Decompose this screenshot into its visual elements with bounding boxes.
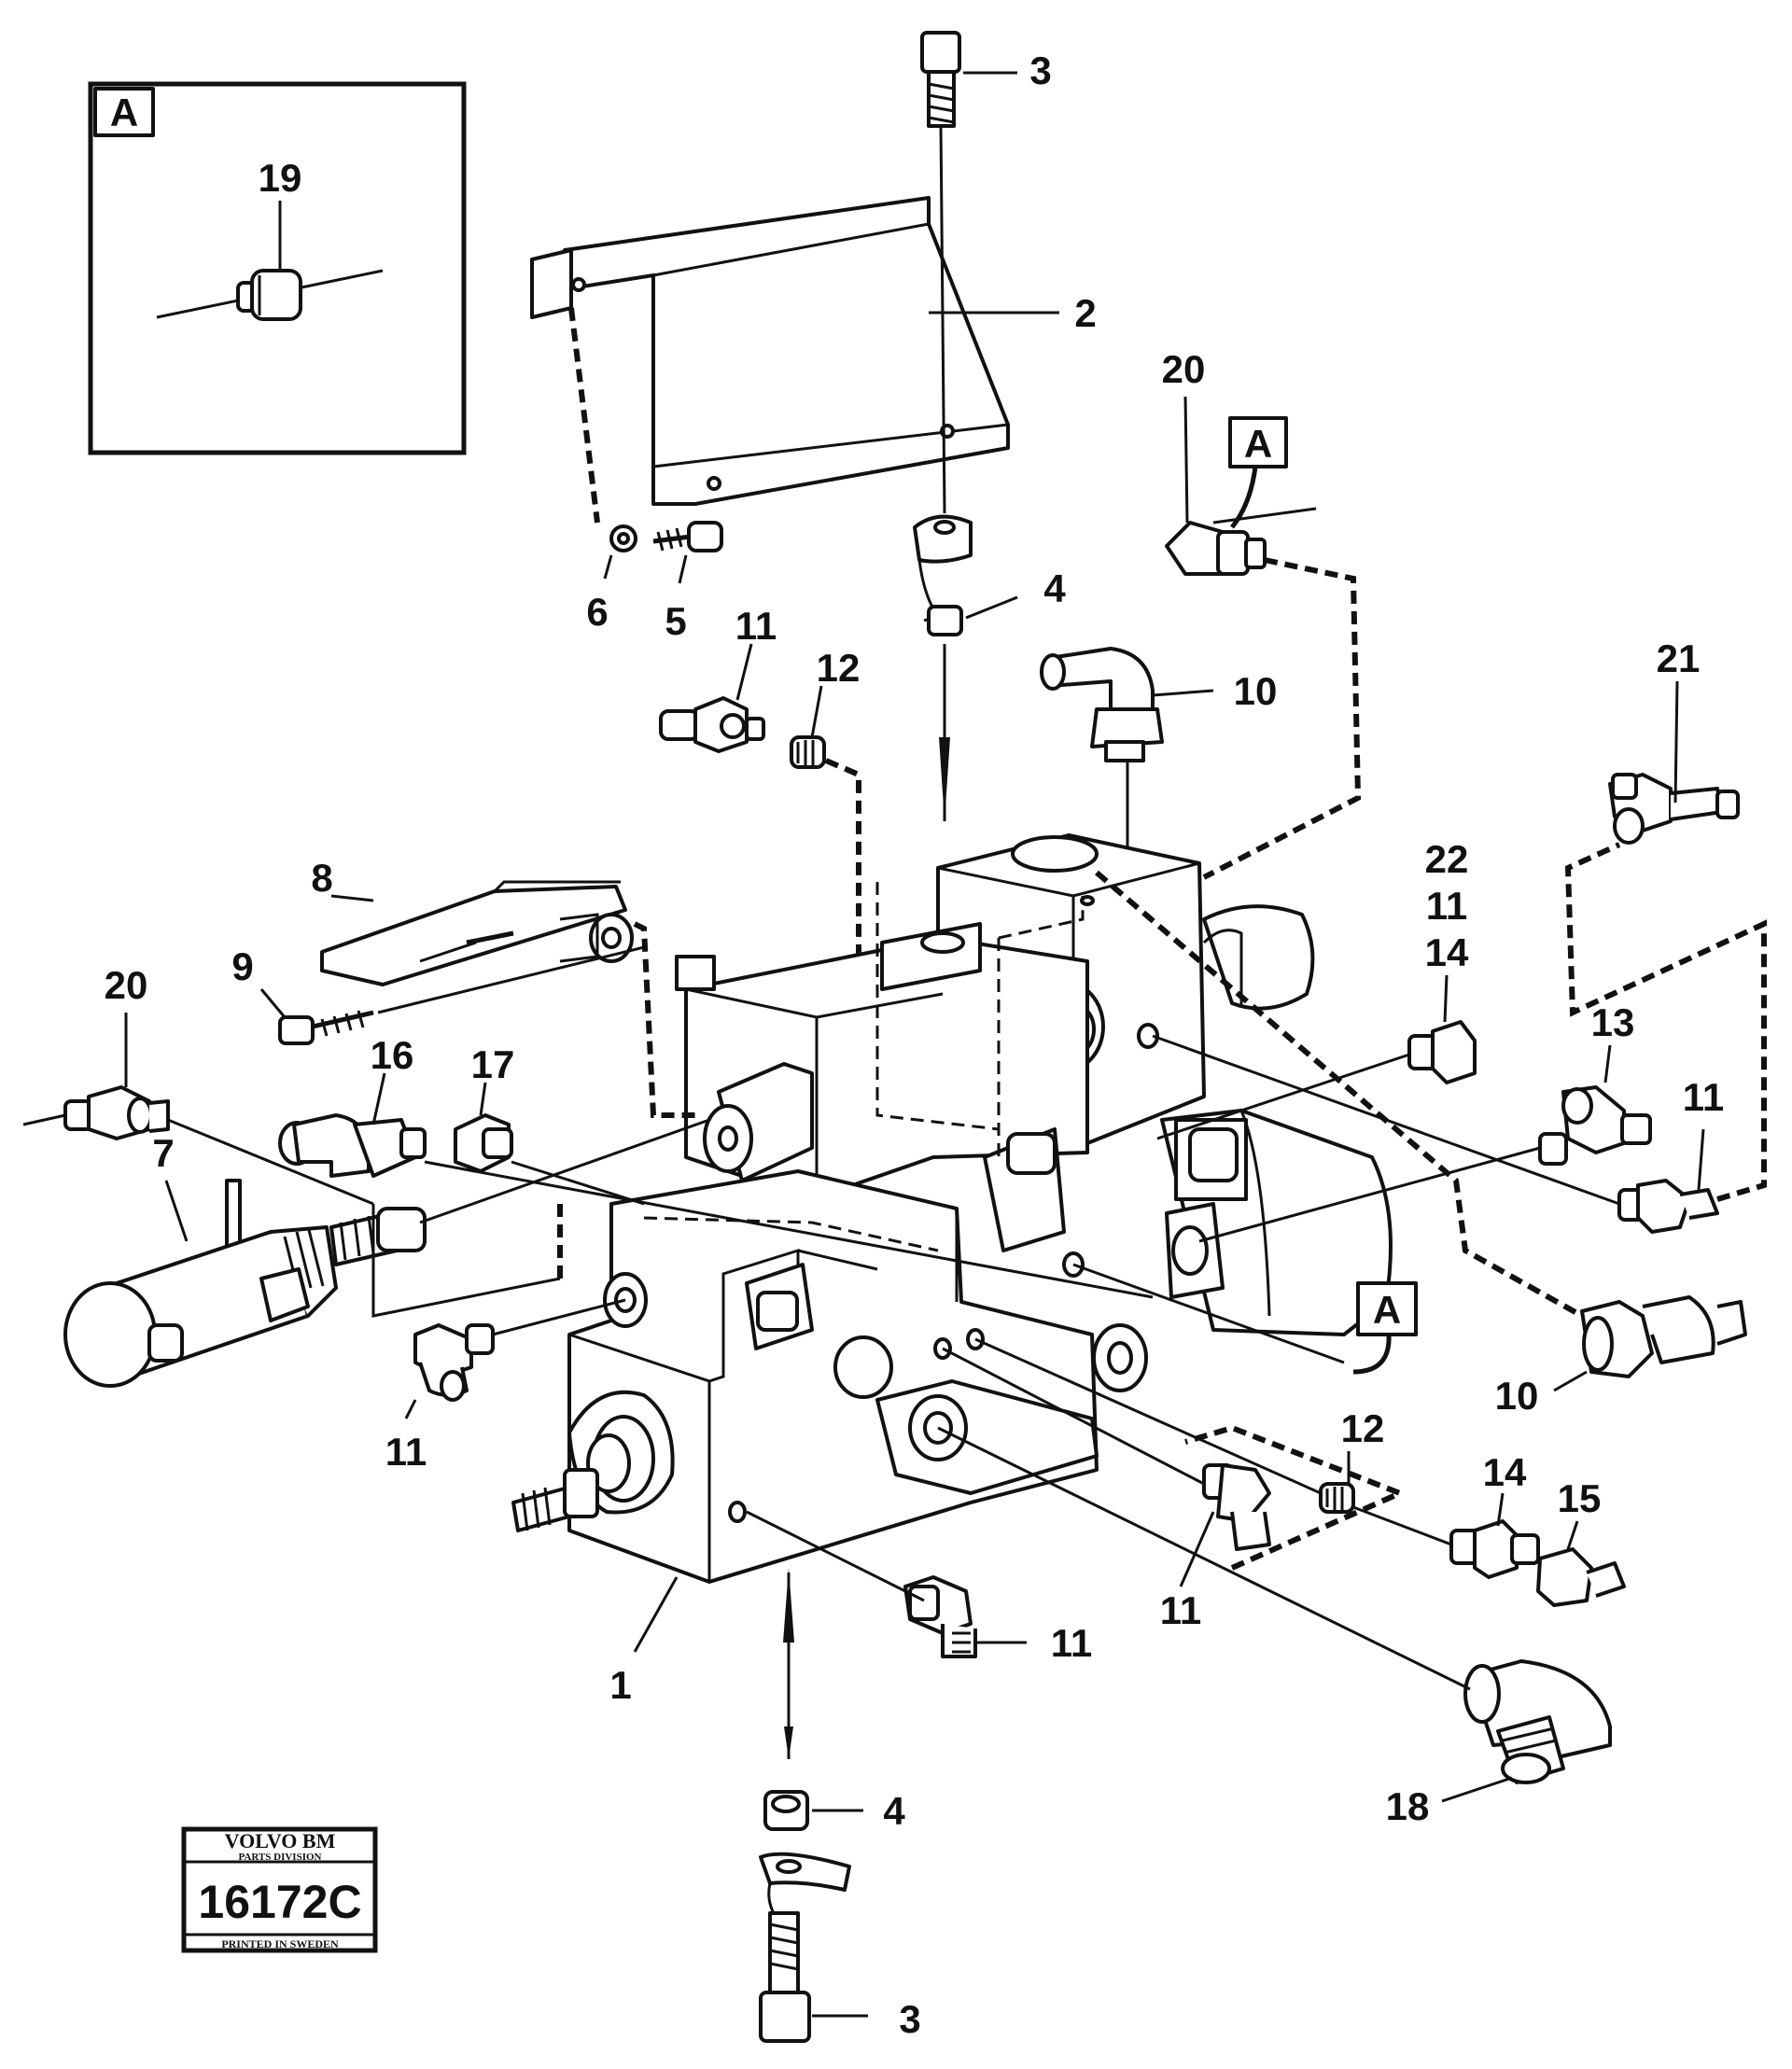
part-11-elbow-left [413,1323,495,1402]
callout-7: 7 [152,1131,174,1175]
callout-8: 8 [311,856,332,900]
callout-18: 18 [1386,1784,1430,1828]
callout-21: 21 [1657,636,1701,680]
part-4-nut-bottom [759,1790,851,1923]
part-6-washer [609,524,637,552]
callout-10-top: 10 [1234,669,1278,713]
part-2-bracket [530,196,1010,506]
callout-11-top: 11 [735,604,777,648]
callout-11-right: 11 [1683,1075,1724,1119]
callout-2: 2 [1074,291,1096,335]
part-11-elbow-top [659,696,765,753]
callout-1: 1 [609,1663,631,1707]
ref-marker-a-lower [1356,1281,1418,1336]
ref-marker-a-top [1228,416,1288,468]
callout-17: 17 [471,1042,515,1086]
part-1-valve-block [511,833,1393,1584]
part-16-elbow [278,1113,427,1178]
stamp-brand: VOLVO BM [225,1829,336,1852]
volvo-stamp: VOLVO BM PARTS DIVISION 16172C PRINTED I… [181,1826,378,1953]
callout-10-lower: 10 [1495,1374,1539,1418]
callout-6: 6 [586,590,608,634]
part-20-fitting-left [63,1085,170,1140]
part-9-screw [278,1010,374,1045]
callout-5: 5 [665,599,686,643]
part-8-plate [320,880,634,986]
part-10-elbow-top [1040,647,1164,762]
part-11-elbow-mid [1202,1463,1271,1551]
inset-detail-a: A 19 [88,81,467,455]
part-15-elbow [1536,1547,1626,1607]
part-5-screw [652,521,723,552]
part-11-elbow-bottom [903,1575,977,1658]
callout-9: 9 [231,944,253,988]
stamp-code: 16172C [198,1876,361,1928]
inset-ref-letter: A [110,91,138,134]
callout-14-bottom: 14 [1483,1450,1527,1494]
part-10-elbow-lower [1580,1295,1747,1378]
stamp-division: PARTS DIVISION [239,1852,322,1863]
callout-20-top: 20 [1162,347,1206,391]
callout-3-top: 3 [1029,49,1051,92]
ref-marker-a-top-text: A [1244,422,1272,466]
callout-12-bottom: 12 [1341,1406,1385,1450]
stamp-printed: PRINTED IN SWEDEN [221,1937,339,1950]
callout-14-stack: 14 [1425,930,1469,974]
callout-12-top: 12 [817,646,861,690]
callout-11-bottom: 11 [1051,1621,1092,1665]
callout-15: 15 [1558,1476,1602,1520]
callout-13: 13 [1591,1000,1635,1044]
part-12-plug-bottom [1319,1482,1355,1514]
callout-11-mid: 11 [1160,1588,1201,1632]
callout-22: 22 [1425,837,1469,881]
part-11-elbow-right [1617,1179,1719,1234]
callout-11-stack: 11 [1426,884,1467,928]
callout-11-left: 11 [385,1430,427,1474]
callout-20-left: 20 [105,963,148,1007]
ref-marker-a-lower-text: A [1373,1288,1401,1332]
part-14-adapter-bottom [1449,1519,1540,1579]
part-14-adapter-top [1407,1020,1477,1084]
callout-16: 16 [371,1033,414,1077]
callout-3-bottom: 3 [899,1997,920,2041]
part-12-plug-top [790,735,826,769]
callout-19: 19 [259,156,302,200]
part-4-nut-top [913,514,973,821]
part-20-fitting-top [1165,507,1317,576]
part-3-bolt-top [920,31,961,514]
part-18-elbow [1463,1659,1612,1784]
part-13-tee [1538,1085,1652,1166]
part-3-bolt-bottom [759,1911,811,2043]
part-21-tee [1608,773,1740,845]
callout-4-top: 4 [1043,566,1066,610]
part-19-fitting [236,269,302,321]
part-17-plug [454,1113,513,1173]
part-7-cylinder [63,1179,427,1388]
callout-4-bottom: 4 [883,1789,905,1833]
